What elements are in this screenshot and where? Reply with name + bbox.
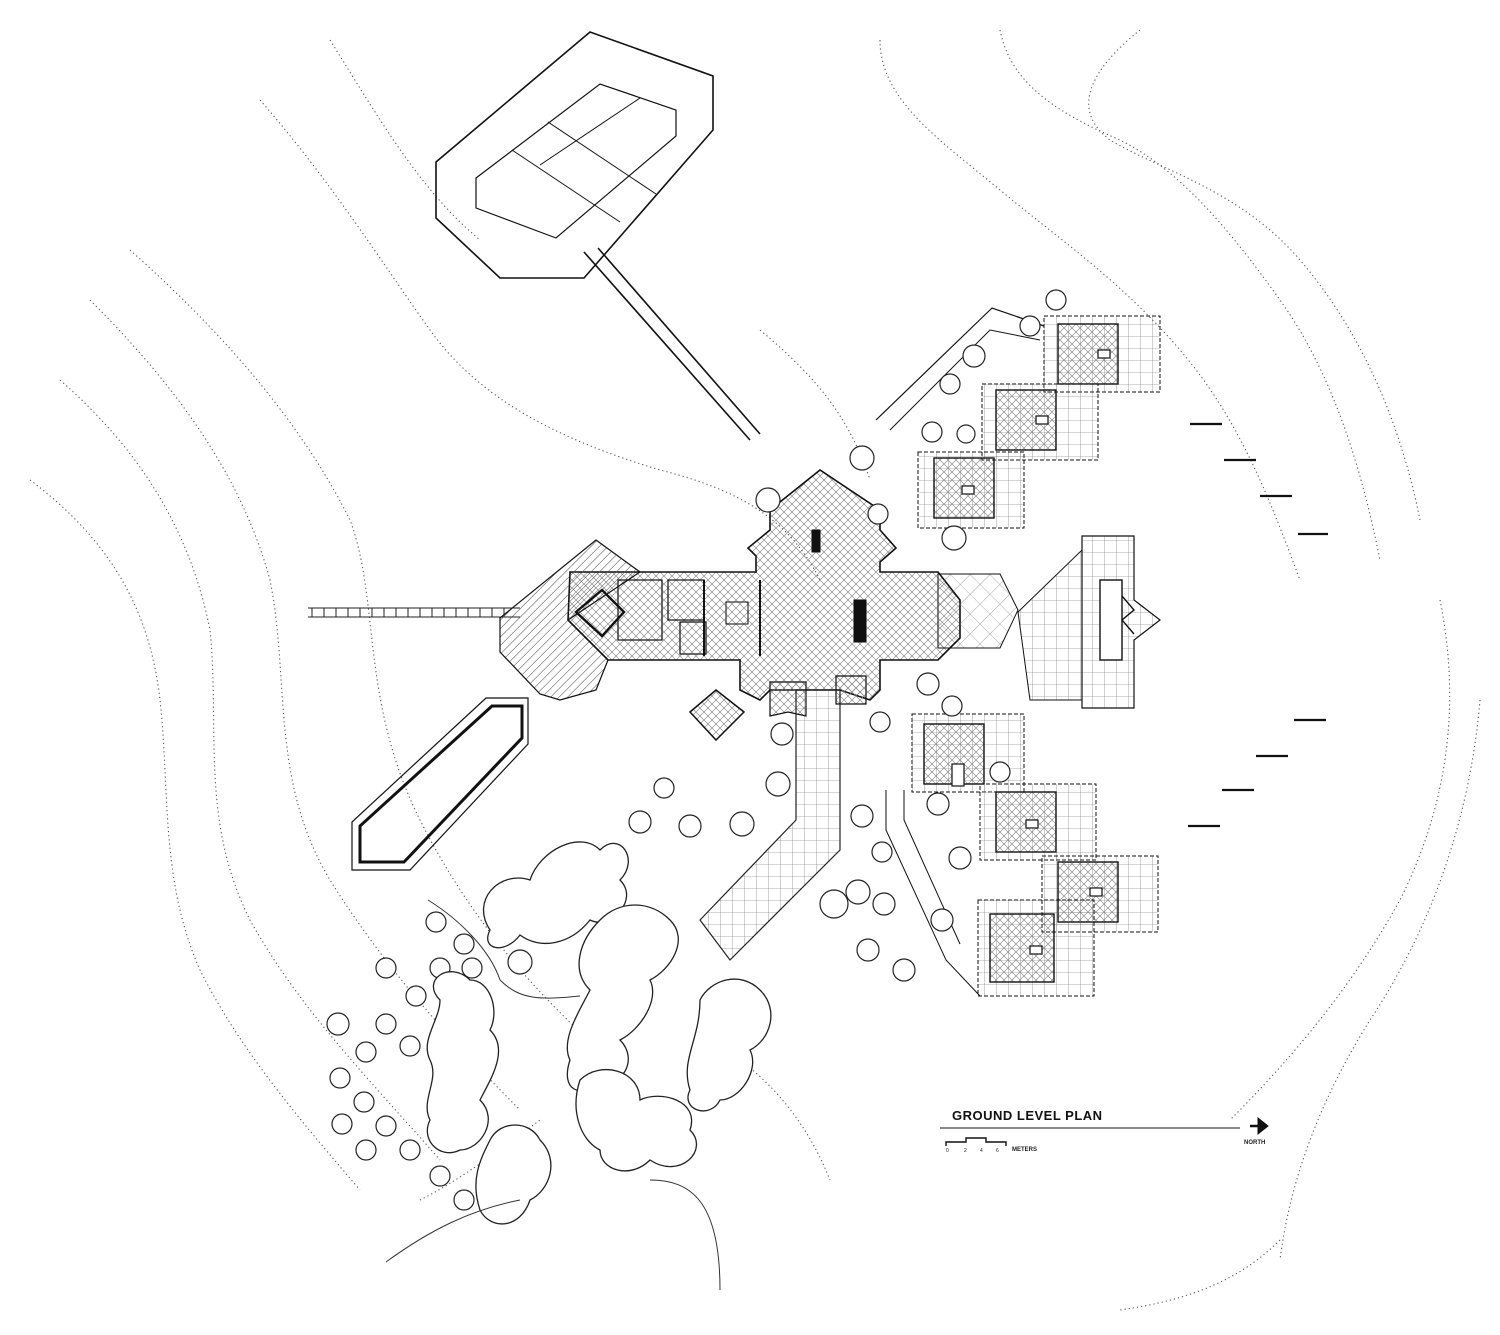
pool	[351, 697, 529, 871]
entry-pavilion	[1017, 535, 1161, 709]
access-road	[385, 899, 721, 1291]
guest-cabins-south	[885, 713, 1159, 997]
south-walkway	[699, 689, 841, 961]
west-boardwalk	[308, 607, 520, 618]
parking-marks	[1188, 422, 1328, 828]
scale-tick-label: 6	[996, 1148, 999, 1154]
guest-cabins-north	[875, 307, 1161, 529]
scale-tick-label: 4	[980, 1148, 983, 1154]
contour-lines	[29, 29, 1481, 1311]
tennis-court	[435, 31, 761, 441]
plan-title: GROUND LEVEL PLAN	[952, 1108, 1103, 1123]
title-block: GROUND LEVEL PLAN 0 2 4 6 METERS NORTH	[940, 1104, 1280, 1164]
main-lodge	[499, 469, 1019, 742]
trees	[326, 289, 1067, 1211]
scale-tick-label: 0	[946, 1148, 949, 1154]
tree-groves	[426, 841, 772, 1225]
scale-unit-label: METERS	[1012, 1147, 1038, 1153]
north-arrow-icon	[1250, 1116, 1269, 1136]
scale-bar	[945, 1137, 1007, 1146]
scale-tick-label: 2	[964, 1148, 967, 1154]
north-label: NORTH	[1244, 1140, 1266, 1146]
